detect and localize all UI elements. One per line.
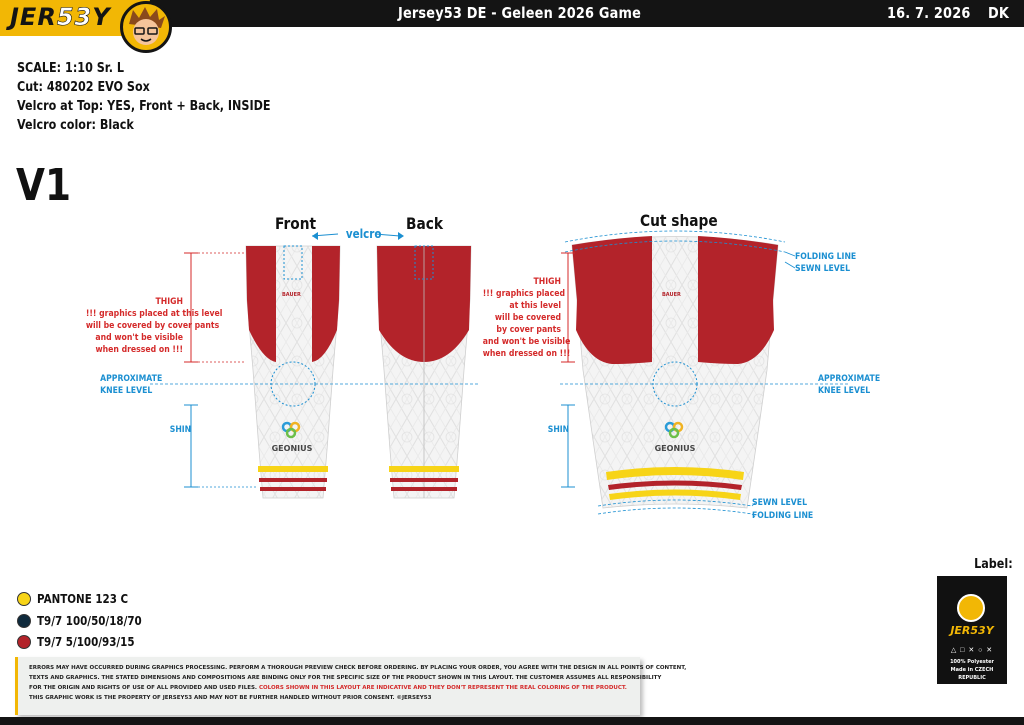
thigh-warning-left: THIGH !!! graphics placed at this level … [85, 297, 223, 355]
cut-shape-sock: BAUER GEONIUS [564, 230, 796, 518]
color-swatch [17, 614, 31, 628]
back-view-title: Back [406, 214, 444, 233]
front-sock: BAUER GEONIUS [245, 245, 341, 499]
spec-velcro-color: Velcro color: Black [17, 118, 134, 133]
bottom-bar [0, 717, 1024, 725]
color-legend-item: T9/7 100/50/18/70 [17, 614, 159, 628]
disclaimer-box: ERRORS MAY HAVE OCCURRED DURING GRAPHICS… [15, 657, 686, 715]
front-sponsor-text: GEONIUS [272, 444, 313, 453]
spec-scale: SCALE: 1:10 Sr. L [17, 61, 124, 76]
color-legend-item: PANTONE 123 C [17, 592, 143, 606]
color-label: PANTONE 123 C [37, 592, 129, 606]
label-mascot-icon [957, 594, 985, 622]
bottom-fold-lines: SEWN LEVEL FOLDING LINE [752, 498, 814, 521]
mascot-avatar-icon [120, 1, 172, 53]
back-sock [376, 245, 472, 499]
color-label: T9/7 100/50/18/70 [37, 614, 142, 628]
brand-logo: JER53Y [0, 0, 150, 36]
shin-label-left: SHIN [169, 425, 192, 435]
spec-cut: Cut: 480202 EVO Sox [17, 80, 150, 95]
spec-velcro-top: Velcro at Top: YES, Front + Back, INSIDE [17, 99, 271, 114]
document-title: Jersey53 DE - Geleen 2026 Game [398, 4, 642, 22]
cut-shape-title: Cut shape [640, 211, 718, 230]
front-sponsor-logo-icon [281, 421, 301, 439]
color-swatch [17, 592, 31, 606]
cut-brand-mark: BAUER [662, 292, 681, 298]
disclaimer-line: FOR THE ORIGIN AND RIGHTS OF USE OF ALL … [29, 685, 627, 691]
color-swatch [17, 635, 31, 649]
care-symbols-icon: △ □ ✕ ○ ✕ [950, 647, 994, 654]
front-brand-mark: BAUER [282, 292, 301, 298]
color-legend-item: T9/7 5/100/93/15 [17, 635, 150, 649]
disclaimer-line: ERRORS MAY HAVE OCCURRED DURING GRAPHICS… [29, 665, 687, 671]
label-title: Label: [974, 557, 1013, 572]
color-label: T9/7 5/100/93/15 [37, 635, 135, 649]
disclaimer-line: TEXTS AND GRAPHICS. THE STATED DIMENSION… [29, 675, 662, 681]
brand-logo-text: JER53Y [10, 3, 111, 32]
variant-label: V1 [16, 160, 71, 211]
garment-label: JER53Y △ □ ✕ ○ ✕ 100% Polyester Made in … [937, 576, 1007, 684]
cut-sponsor-text: GEONIUS [655, 444, 696, 453]
designer-initials: DK [988, 4, 1010, 22]
left-level-markers [150, 252, 480, 488]
shin-label-right: SHIN [547, 425, 570, 435]
velcro-arrows [311, 232, 404, 240]
thigh-warning-right: THIGH !!! graphics placed at this level … [482, 277, 571, 359]
velcro-annotation: velcro [345, 227, 382, 241]
right-level-markers [560, 252, 850, 488]
label-material: 100% Polyester Made in CZECH REPUBLIC [950, 659, 994, 681]
knee-level-left: APPROXIMATE KNEE LEVEL [100, 374, 163, 396]
front-view-title: Front [275, 214, 317, 233]
knee-level-right: APPROXIMATE KNEE LEVEL [818, 374, 881, 396]
cut-sponsor-logo-icon [664, 421, 684, 439]
document-date: 16. 7. 2026 [887, 4, 971, 22]
disclaimer-line: THIS GRAPHIC WORK IS THE PROPERTY OF JER… [29, 695, 432, 701]
label-brand: JER53Y [950, 624, 994, 637]
top-fold-lines: FOLDING LINE SEWN LEVEL [795, 252, 857, 274]
